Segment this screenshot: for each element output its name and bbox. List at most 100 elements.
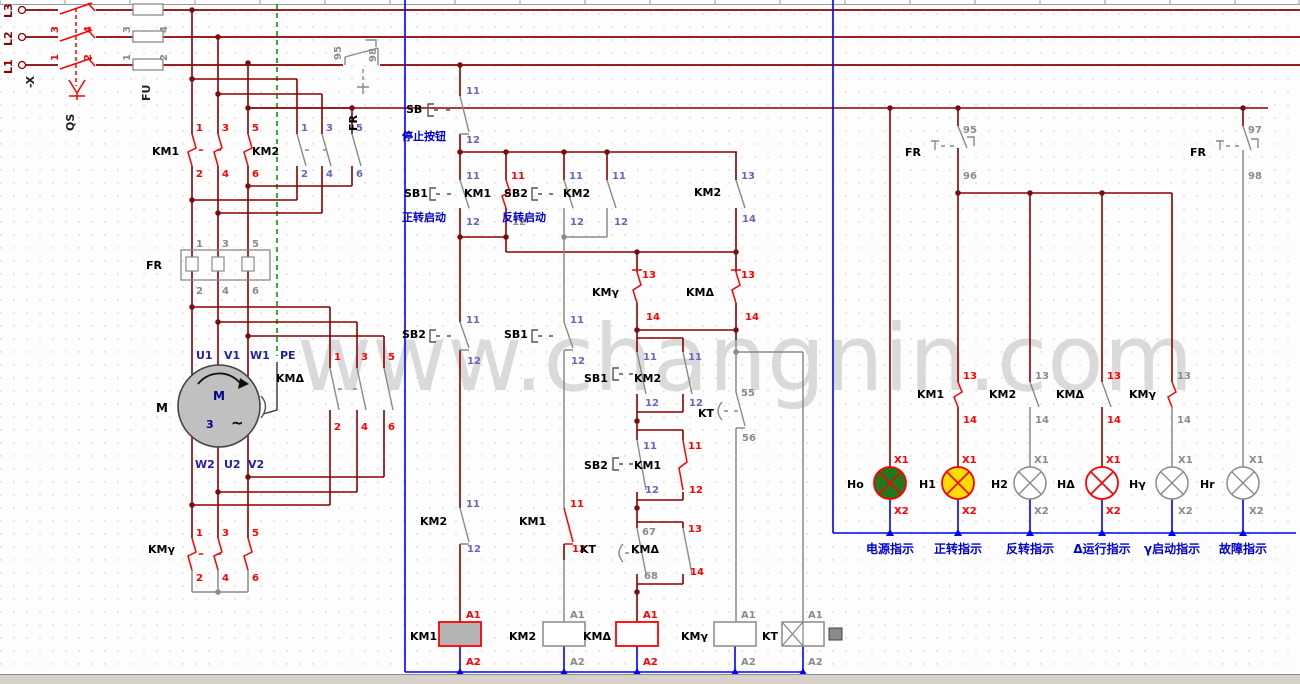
km2-lamp-contact [1029, 381, 1040, 408]
coil-kmgamma[interactable] [713, 621, 757, 647]
num-frtrip-95: 95 [333, 46, 344, 60]
fr-no-contact-right [1216, 125, 1259, 151]
num-km2p2-11: 11 [688, 352, 702, 363]
label-km1-aux: KM1 [464, 187, 491, 200]
num-sb1-11: 11 [466, 171, 480, 182]
sb1-start-button[interactable] [429, 179, 470, 209]
num-km1nc-11: 11 [570, 499, 584, 510]
num-km1l-13: 13 [963, 371, 977, 382]
label-lamp-ho: Ho [847, 478, 864, 491]
lamp-hdelta-run[interactable] [1085, 466, 1119, 500]
num-kt-67: 67 [642, 527, 656, 538]
km2-aux-contact [606, 179, 617, 209]
num-km1m-4: 4 [222, 169, 229, 180]
junction-dots-gray [215, 234, 739, 595]
label-fr-trip: FR [347, 114, 360, 131]
num-kmdm-2: 2 [334, 422, 341, 433]
km1-lamp-contact [953, 381, 963, 408]
label-coil-kt: KT [762, 630, 779, 643]
lamp-h1-forward[interactable] [941, 466, 975, 500]
lamp-hgamma-start[interactable] [1155, 466, 1189, 500]
num-km2-a2: A2 [570, 657, 585, 668]
num-kmgm-1: 1 [196, 528, 203, 539]
num-h1-x1: X1 [962, 455, 977, 466]
num-km1m-5: 5 [252, 123, 259, 134]
sb2-start-button[interactable] [531, 179, 574, 209]
num-h2-x1: X1 [1034, 455, 1049, 466]
num-km1m-3: 3 [222, 123, 229, 134]
num-fr-5: 5 [252, 239, 259, 250]
lamp-hr-fault[interactable] [1226, 466, 1260, 500]
coil-km2[interactable] [542, 621, 586, 647]
num-kmg-a2: A2 [741, 657, 756, 668]
num-kmdm-4: 4 [361, 422, 368, 433]
watermark: www.changnin.com [297, 305, 1193, 412]
caption-sb2: 反转启动 [502, 210, 546, 224]
label-kmdelta-aux: KMΔ [631, 543, 659, 556]
label-km1-lamp: KM1 [917, 388, 944, 401]
lamp-h2-reverse[interactable] [1013, 466, 1047, 500]
num-km1m-6: 6 [252, 169, 259, 180]
coil-kmdelta[interactable] [615, 621, 659, 647]
num-kmgm-2: 2 [196, 573, 203, 584]
label-kmdelta-nc: KMΔ [686, 286, 714, 299]
num-kmdnc-13: 13 [741, 270, 755, 281]
label-km2-aux: KM2 [563, 187, 590, 200]
junction-dots-live [189, 7, 1246, 595]
num-frtrip-98: 98 [368, 48, 379, 62]
sb2-aux-button[interactable] [612, 439, 647, 491]
sb1-aux-button[interactable] [612, 351, 647, 395]
label-motor-w1: W1 [250, 349, 270, 362]
window-bottom-bar[interactable] [0, 674, 1300, 684]
fr-heater-block [180, 249, 271, 281]
sb2-nc-interlock[interactable] [429, 321, 470, 351]
supply-terminals [17, 5, 27, 70]
coil-km1[interactable] [438, 621, 482, 647]
label-coil-km1: KM1 [410, 630, 437, 643]
lamp-ho-power[interactable] [873, 466, 907, 500]
num-kmgm-3: 3 [222, 528, 229, 539]
sb-stop-button[interactable] [427, 95, 470, 135]
label-fr-heater: FR [146, 259, 163, 272]
coil-kt-timer[interactable] [781, 621, 843, 647]
qs-disconnect-switch[interactable] [59, 2, 96, 100]
caption-fwd-ind: 正转指示 [934, 541, 982, 556]
num-kmgm-5: 5 [252, 528, 259, 539]
num-km1m-1: 1 [196, 123, 203, 134]
num-sb2-11: 11 [569, 171, 583, 182]
num-fr-3: 3 [222, 239, 229, 250]
label-km1-main: KM1 [152, 145, 179, 158]
num-km1p2-11: 11 [688, 441, 702, 452]
num-fr-1: 1 [196, 239, 203, 250]
caption-gamma-ind: γ启动指示 [1144, 541, 1200, 556]
num-kmdm-3: 3 [361, 352, 368, 363]
label-km2-p2: KM2 [634, 372, 661, 385]
label-fr-no-right: FR [1190, 146, 1207, 159]
kmdelta-main-contacts[interactable] [329, 367, 394, 411]
num-kt-56: 56 [742, 433, 756, 444]
num-km2m-3: 3 [326, 123, 333, 134]
kmgamma-main-contacts[interactable] [187, 537, 253, 571]
num-km2b-14: 14 [742, 214, 756, 225]
caption-power-ind: 电源指示 [866, 541, 914, 556]
fu-fuses [132, 3, 164, 71]
label-lamp-h1: H1 [919, 478, 936, 491]
label-motor-tilde: ~ [231, 414, 244, 432]
num-fu-2: 2 [159, 54, 170, 61]
num-sb2-12: 12 [570, 217, 584, 228]
pe-connection [262, 362, 278, 415]
num-kmgl-14: 14 [1177, 415, 1191, 426]
label-km2-aux2: KM2 [694, 186, 721, 199]
label-km2-main: KM2 [252, 145, 279, 158]
num-km1-a1: A1 [466, 610, 481, 621]
num-kmda-14: 14 [690, 567, 704, 578]
km2-main-contacts[interactable] [296, 133, 362, 167]
label-motor-u1: U1 [196, 349, 213, 362]
num-frr-97: 97 [1248, 125, 1262, 136]
label-lamp-hr: Hr [1200, 478, 1215, 491]
label-sb-stop: SB [406, 103, 422, 116]
sb1-nc-interlock[interactable] [531, 321, 574, 351]
km1-main-contacts[interactable] [187, 133, 253, 167]
kt-no-timed-contact [618, 527, 647, 575]
num-km2a-12: 12 [614, 217, 628, 228]
